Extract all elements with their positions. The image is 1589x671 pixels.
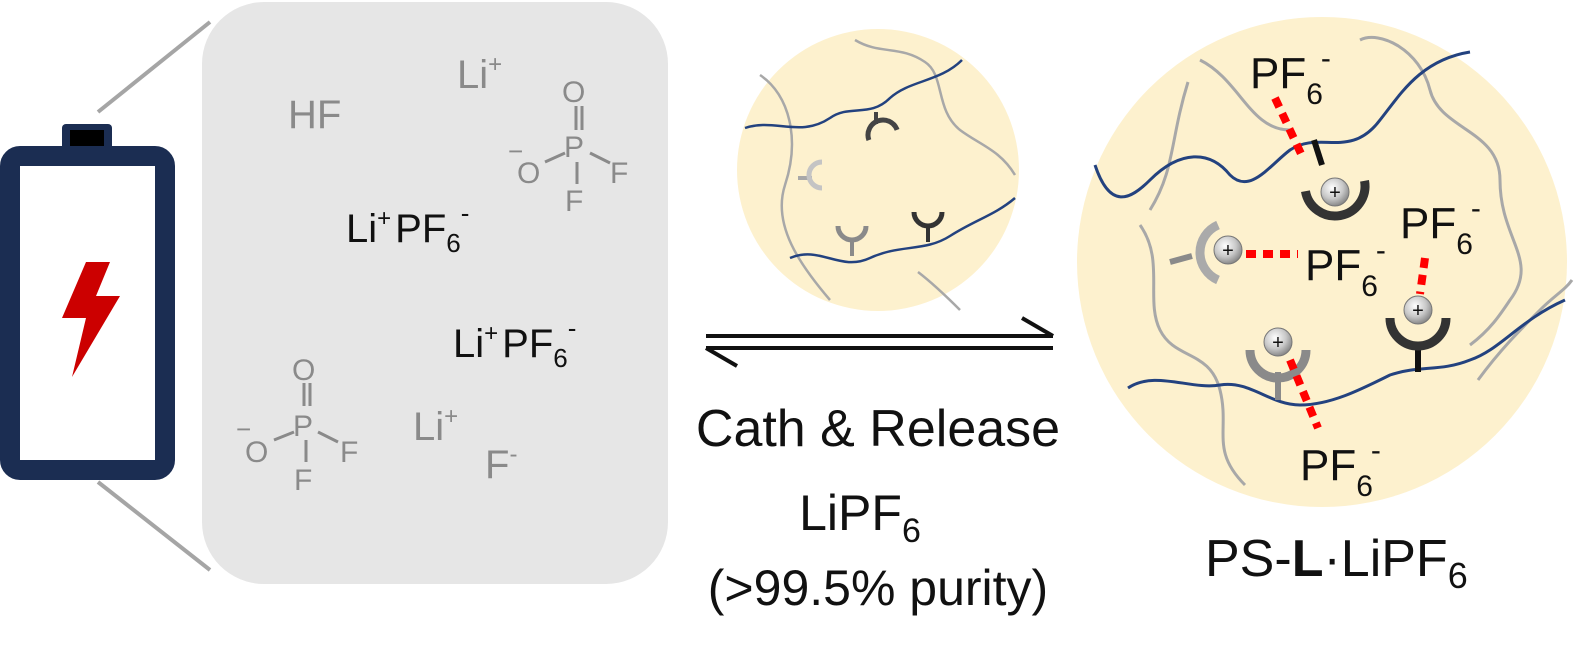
svg-text:+: + bbox=[1222, 240, 1234, 262]
polymer-bead-empty bbox=[737, 29, 1019, 311]
ligand-cation-1: + bbox=[1301, 139, 1370, 221]
svg-text:+: + bbox=[1412, 300, 1424, 322]
svg-text:F: F bbox=[610, 157, 628, 190]
ion-pair-interactions bbox=[1246, 96, 1429, 430]
svg-text:F: F bbox=[340, 436, 358, 469]
fluoride-ion: F- bbox=[485, 441, 517, 487]
ligand-cation-3: + bbox=[1385, 295, 1451, 372]
svg-text:−: − bbox=[508, 136, 523, 166]
lightning-bolt-icon bbox=[62, 262, 120, 377]
lipf6-salt-2: Li+PF6- bbox=[453, 313, 576, 373]
ligand-cation-4: + bbox=[1245, 327, 1311, 400]
svg-text:+: + bbox=[1272, 332, 1284, 354]
svg-text:+: + bbox=[1329, 182, 1341, 204]
ligand-cation-2: + bbox=[1169, 220, 1243, 285]
pf6-anion-4: PF6- bbox=[1300, 434, 1381, 503]
pf6-anion-2: PF6- bbox=[1400, 192, 1481, 261]
equilibrium-arrows bbox=[704, 316, 1055, 368]
svg-text:O: O bbox=[562, 76, 585, 109]
svg-text:O: O bbox=[517, 157, 540, 190]
svg-text:−: − bbox=[236, 414, 251, 444]
zoom-line-top bbox=[96, 20, 212, 114]
hf-label: HF bbox=[288, 93, 341, 137]
svg-text:O: O bbox=[245, 436, 268, 469]
pf6-anion-3: PF6- bbox=[1305, 234, 1386, 303]
svg-text:P: P bbox=[564, 131, 584, 164]
process-label: Cath & Release bbox=[696, 400, 1060, 458]
electrolyte-panel bbox=[202, 2, 668, 584]
svg-text:F: F bbox=[565, 185, 583, 218]
li-ion-bottom: Li+ bbox=[413, 403, 458, 449]
difluorophosphate-molecule-2: O P F F O − bbox=[236, 354, 358, 497]
complex-caption: PS-L·LiPF6 bbox=[1205, 530, 1468, 596]
purity-label: (>99.5% purity) bbox=[708, 560, 1048, 616]
zoom-line-bottom bbox=[96, 480, 212, 572]
li-ion-top: Li+ bbox=[457, 51, 502, 97]
svg-text:P: P bbox=[293, 410, 313, 443]
svg-text:F: F bbox=[294, 464, 312, 497]
battery-icon bbox=[0, 124, 175, 480]
polymer-bead-loaded: + + + + bbox=[1077, 17, 1574, 507]
difluorophosphate-molecule-1: O P F F O − bbox=[508, 76, 628, 218]
svg-text:O: O bbox=[292, 354, 315, 387]
pf6-anion-1: PF6- bbox=[1250, 42, 1331, 111]
lipf6-salt-1: Li+PF6- bbox=[346, 198, 469, 258]
product-label: LiPF6 bbox=[799, 485, 921, 550]
